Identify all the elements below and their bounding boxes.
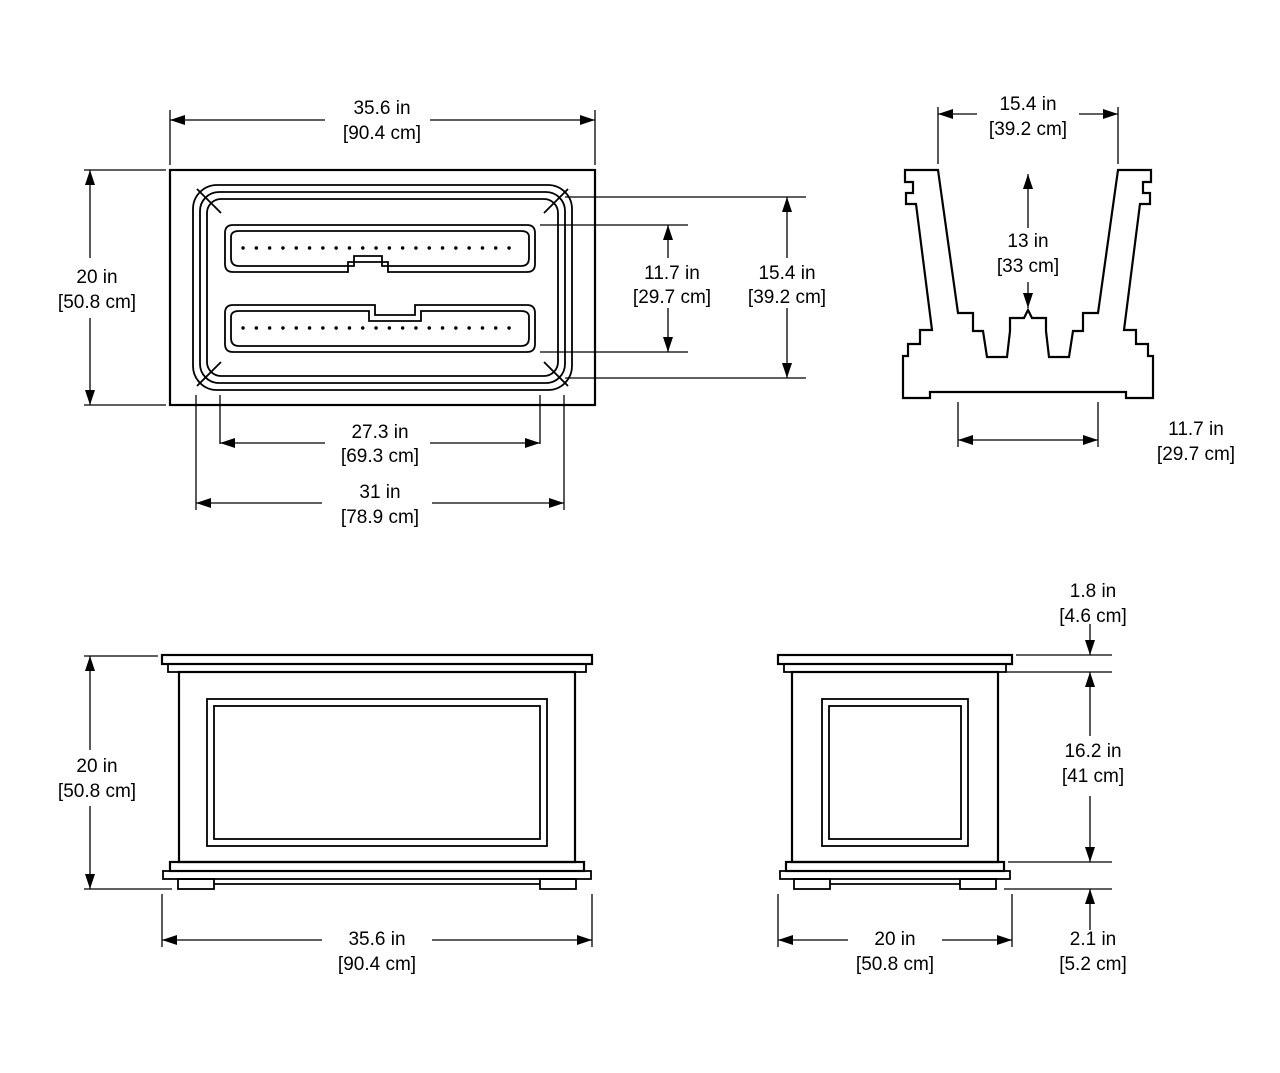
section-inner-depth-in-label: 13 in	[1007, 231, 1048, 252]
front-height-cm-label: [50.8 cm]	[58, 781, 136, 802]
front-cap-top	[160, 653, 594, 666]
section-bottom-width-cm-label: [29.7 cm]	[1157, 444, 1235, 465]
inner-length-in-label: 27.3 in	[351, 422, 408, 443]
top-view-rim-inner	[206, 198, 559, 377]
side-base-lower	[779, 870, 1011, 880]
dim-section-opening-width: 15.4 in [39.2 cm]	[937, 94, 1119, 164]
top-view-trough-upper-outer	[224, 224, 536, 273]
top-view-trough-lower-outer	[224, 304, 536, 353]
front-width-in-label: 35.6 in	[348, 929, 405, 950]
panel-height-in-label: 16.2 in	[1064, 741, 1121, 762]
top-view-outer-edge	[168, 168, 597, 407]
top-view-trough-upper-inner	[230, 230, 530, 267]
dim-trough-span: 11.7 in [29.7 cm]	[540, 224, 711, 353]
section-bottom-width-in-label: 11.7 in	[1168, 419, 1224, 440]
top-view-trough-lower-inner	[230, 310, 530, 347]
overall-width-cm-label: [90.4 cm]	[343, 123, 421, 144]
side-base-molding	[784, 860, 1006, 873]
top-view: 35.6 in [90.4 cm] 20 in [50.8 cm] 11.7 i…	[58, 98, 826, 528]
front-panel-outer	[206, 698, 548, 847]
front-view: 20 in [50.8 cm] 35.6 in [90.4 cm]	[58, 653, 594, 975]
dim-base-height: 2.1 in [5.2 cm]	[1004, 888, 1127, 975]
top-view-corner-chamfer	[196, 361, 222, 387]
section-view: 15.4 in [39.2 cm] 13 in [33 cm] 11.7 in …	[901, 94, 1235, 465]
top-view-corner-chamfer	[543, 361, 569, 387]
cap-height-in-label: 1.8 in	[1070, 581, 1116, 602]
front-foot-left	[177, 878, 215, 890]
front-width-cm-label: [90.4 cm]	[338, 954, 416, 975]
dim-opening-depth: 15.4 in [39.2 cm]	[565, 196, 826, 379]
top-view-corner-chamfer	[543, 188, 569, 214]
side-view: 1.8 in [4.6 cm] 16.2 in [41 cm] 2.1 in […	[776, 581, 1127, 975]
dim-front-width: 35.6 in [90.4 cm]	[161, 894, 593, 975]
dim-front-height: 20 in [50.8 cm]	[58, 655, 172, 890]
opening-depth-in-label: 15.4 in	[758, 263, 815, 284]
base-height-cm-label: [5.2 cm]	[1059, 954, 1127, 975]
front-foot-right	[539, 878, 577, 890]
panel-height-cm-label: [41 cm]	[1062, 766, 1124, 787]
dim-cap-height: 1.8 in [4.6 cm]	[1004, 581, 1127, 673]
front-panel-inner	[213, 705, 541, 840]
dim-inner-length: 27.3 in [69.3 cm]	[219, 395, 541, 467]
side-foot-right	[959, 878, 997, 890]
dim-overall-width: 35.6 in [90.4 cm]	[169, 98, 596, 165]
base-height-in-label: 2.1 in	[1070, 929, 1116, 950]
trough-span-in-label: 11.7 in	[644, 263, 700, 284]
dim-side-width: 20 in [50.8 cm]	[777, 894, 1013, 975]
top-view-rim-middle	[199, 191, 566, 384]
side-body	[790, 670, 1000, 864]
dim-rim-length: 31 in [78.9 cm]	[195, 395, 565, 528]
rim-length-in-label: 31 in	[359, 482, 400, 503]
front-cap-molding	[167, 663, 587, 673]
front-body	[177, 670, 577, 864]
rim-length-cm-label: [78.9 cm]	[341, 507, 419, 528]
section-profile	[901, 168, 1155, 400]
side-width-cm-label: [50.8 cm]	[856, 954, 934, 975]
overall-depth-cm-label: [50.8 cm]	[58, 292, 136, 313]
overall-width-in-label: 35.6 in	[353, 98, 410, 119]
inner-length-cm-label: [69.3 cm]	[341, 446, 419, 467]
dim-panel-height: 16.2 in [41 cm]	[1008, 672, 1124, 863]
front-height-in-label: 20 in	[76, 756, 117, 777]
section-opening-width-in-label: 15.4 in	[999, 94, 1056, 115]
overall-depth-in-label: 20 in	[76, 267, 117, 288]
side-foot-left	[793, 878, 831, 890]
front-base-lower	[162, 870, 592, 880]
top-view-corner-chamfer	[196, 188, 222, 214]
dim-section-bottom-width: 11.7 in [29.7 cm]	[957, 402, 1235, 465]
trough-span-cm-label: [29.7 cm]	[633, 287, 711, 308]
cap-height-cm-label: [4.6 cm]	[1059, 606, 1127, 627]
dim-overall-depth: 20 in [50.8 cm]	[58, 169, 166, 406]
dim-section-inner-depth: 13 in [33 cm]	[997, 174, 1059, 308]
front-base-molding	[168, 860, 586, 873]
section-inner-depth-cm-label: [33 cm]	[997, 256, 1059, 277]
section-opening-width-cm-label: [39.2 cm]	[989, 119, 1067, 140]
top-view-rim-outer	[192, 184, 573, 391]
side-cap-molding	[783, 663, 1007, 673]
side-panel-outer	[821, 698, 969, 847]
side-panel-inner	[828, 705, 962, 840]
opening-depth-cm-label: [39.2 cm]	[748, 287, 826, 308]
side-width-in-label: 20 in	[874, 929, 915, 950]
side-cap-top	[776, 653, 1014, 666]
